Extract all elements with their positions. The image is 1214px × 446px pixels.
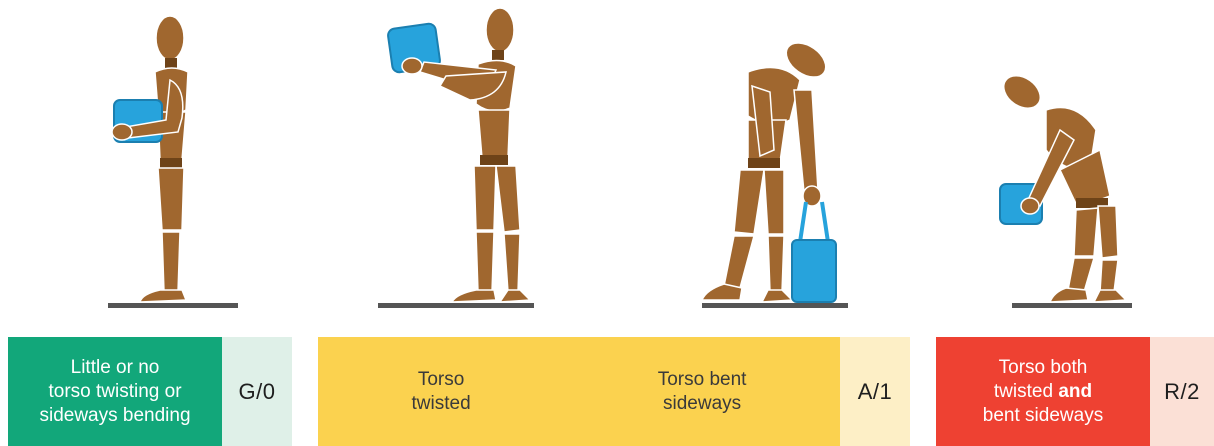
case-object	[792, 240, 836, 302]
high-risk-label-and: and	[1058, 381, 1092, 402]
upright-figure-holding-box	[108, 16, 238, 308]
high-risk-code: R/2	[1150, 337, 1214, 446]
medium-risk-label-bent-line-2: sideways	[658, 392, 747, 416]
medium-risk-label-bent: Torso bent sideways	[658, 368, 747, 416]
medium-risk-label-twisted-line-2: twisted	[412, 392, 471, 416]
low-risk-band: Little or no torso twisting or sideways …	[8, 337, 222, 446]
medium-risk-label-twisted: Torso twisted	[412, 368, 471, 416]
twisted-and-bent-figure-holding-box	[998, 69, 1132, 308]
floor-line	[702, 303, 848, 308]
medium-risk-label-twisted-line-1: Torso	[412, 368, 471, 392]
medium-risk-band: Torso twisted Torso bent sideways	[318, 337, 840, 446]
floor-line	[1012, 303, 1132, 308]
mannequin-illustrations: .w { fill: #a0672f; stroke: #ffffff; str…	[0, 0, 1214, 320]
medium-risk-code-text: A/1	[858, 379, 893, 405]
high-risk-band: Torso both twisted and bent sideways	[936, 337, 1150, 446]
low-risk-label-line-2: torso twisting or	[39, 380, 190, 404]
high-risk-label-line-2: twisted and	[983, 380, 1103, 404]
twisted-figure-holding-box	[378, 8, 534, 308]
high-risk-label-line-1: Torso both	[983, 356, 1103, 380]
low-risk-label-line-1: Little or no	[39, 356, 190, 380]
low-risk-code-text: G/0	[239, 379, 276, 405]
high-risk-code-text: R/2	[1164, 379, 1200, 405]
low-risk-label-line-3: sideways bending	[39, 404, 190, 428]
high-risk-label-line-3: bent sideways	[983, 404, 1103, 428]
sideways-bent-figure-holding-case	[702, 36, 848, 308]
high-risk-label-twisted: twisted	[994, 381, 1053, 402]
low-risk-code: G/0	[222, 337, 292, 446]
floor-line	[378, 303, 534, 308]
medium-risk-code: A/1	[840, 337, 910, 446]
floor-line	[108, 303, 238, 308]
medium-risk-label-bent-line-1: Torso bent	[658, 368, 747, 392]
